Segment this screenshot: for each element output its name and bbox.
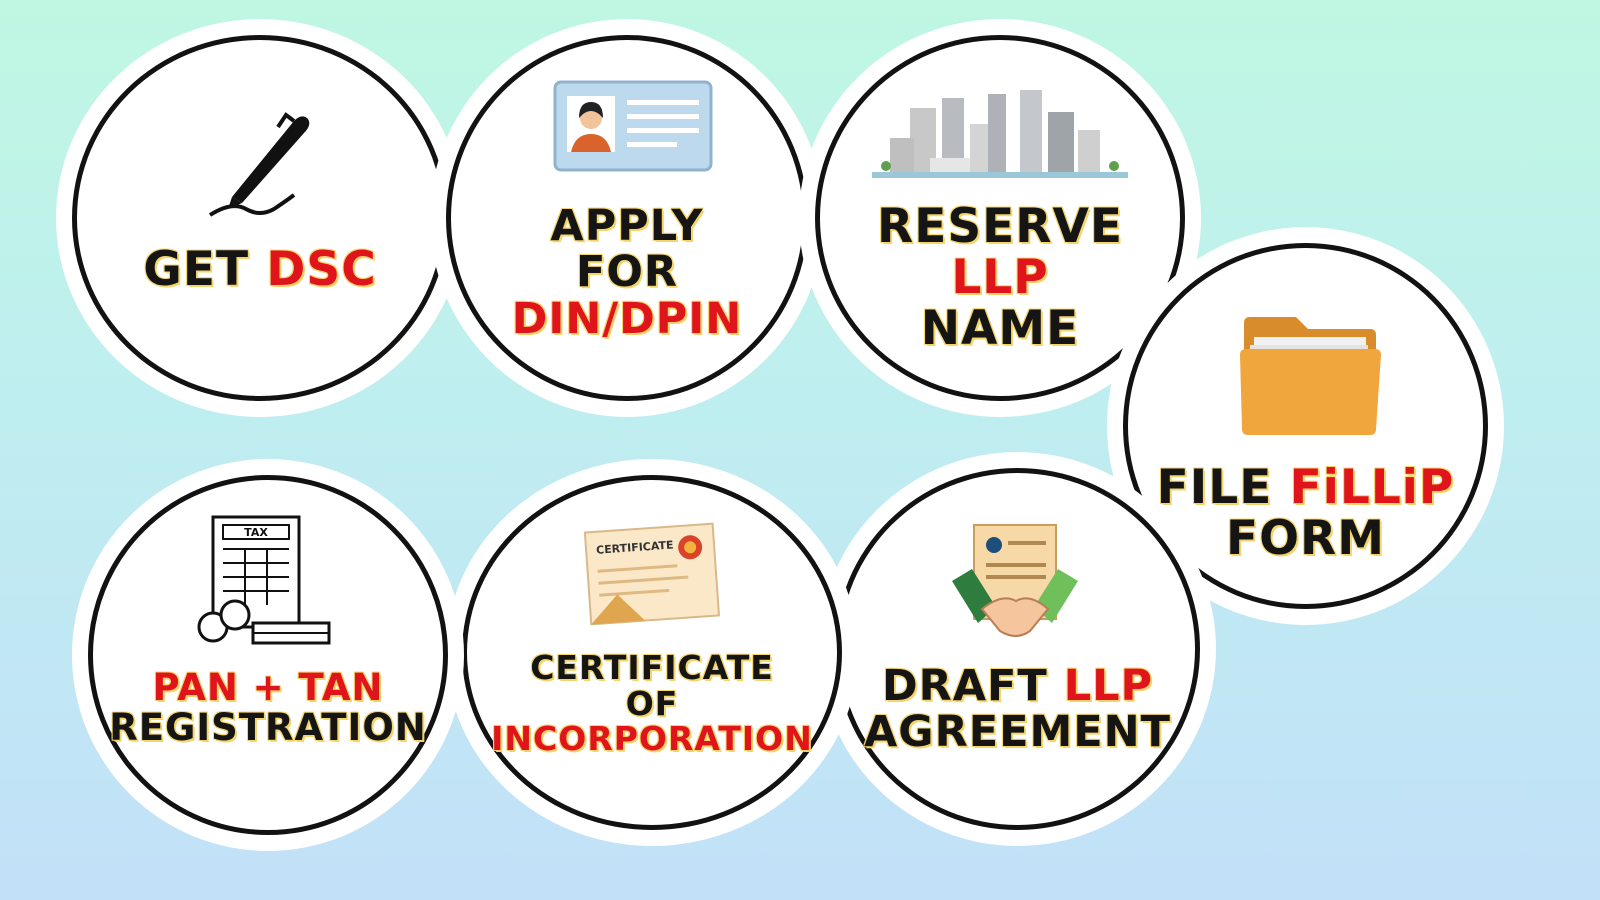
folder-icon: [1240, 317, 1381, 435]
step-file-fillip-form-line-2: FORM: [1128, 510, 1483, 566]
label-text: DIN/DPIN: [511, 293, 743, 344]
label-text: PAN + TAN: [152, 666, 384, 709]
step-draft-llp-agreement-line-1: DRAFT LLP: [840, 663, 1195, 709]
step-certificate-of-incorporation-line-1: CERTIFICATE: [467, 650, 837, 686]
label-text: FOR: [575, 247, 679, 298]
label-text: RESERVE: [877, 199, 1123, 254]
id-card-icon: [553, 80, 713, 172]
label-text: FiLLiP: [1289, 460, 1455, 515]
step-reserve-llp-name-line-3: NAME: [820, 300, 1180, 356]
step-get-dsc-line-1: GET DSC: [77, 242, 443, 297]
step-pan-tan-registration-line-2: REGISTRATION: [93, 705, 443, 749]
step-file-fillip-form-line-1: FILE FiLLiP: [1128, 460, 1483, 515]
label-text: GET: [143, 242, 267, 297]
tax-form-icon: TAX: [197, 515, 331, 645]
step-get-dsc-label: GET DSC: [77, 242, 443, 297]
label-text: DRAFT: [881, 661, 1064, 711]
label-text: LLP: [951, 249, 1049, 305]
step-certificate-of-incorporation-line-3: INCORPORATION: [467, 721, 837, 757]
label-text: APPLY: [550, 201, 704, 251]
label-text: OF: [625, 683, 679, 723]
step-apply-din-dpin-line-2: FOR: [451, 249, 803, 295]
step-reserve-llp-name-line-1: RESERVE: [820, 199, 1180, 254]
certificate-icon: CERTIFICATE: [583, 522, 721, 626]
label-text: INCORPORATION: [491, 719, 813, 759]
step-draft-llp-agreement-line-2: AGREEMENT: [840, 709, 1195, 755]
step-reserve-llp-name-line-2: LLP: [820, 249, 1180, 305]
step-certificate-of-incorporation-line-2: OF: [467, 683, 837, 723]
label-text: DSC: [266, 242, 377, 297]
label-text: REGISTRATION: [109, 705, 427, 749]
step-apply-din-dpin-line-1: APPLY: [451, 203, 803, 249]
label-text: LLP: [1063, 661, 1154, 711]
label-text: FILE: [1156, 460, 1290, 515]
label-text: AGREEMENT: [864, 707, 1171, 758]
city-buildings-icon: [872, 90, 1128, 178]
tax-form-icon-text: TAX: [244, 526, 268, 539]
pen-signature-icon: [208, 112, 310, 217]
label-text: NAME: [920, 300, 1080, 356]
step-get-dsc: GET DSC: [72, 35, 448, 401]
step-apply-din-dpin-line-3: DIN/DPIN: [451, 296, 803, 342]
label-text: FORM: [1225, 510, 1386, 566]
step-pan-tan-registration-line-1: PAN + TAN: [93, 668, 443, 708]
agreement-handshake-icon: [952, 524, 1078, 637]
label-text: CERTIFICATE: [530, 648, 774, 687]
certificate-icon-text: CERTIFICATE: [596, 538, 674, 556]
